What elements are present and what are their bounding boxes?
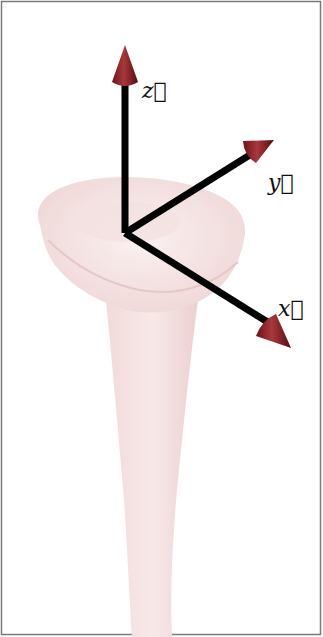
axis-label: y⃗ [268, 170, 294, 196]
coordinate-axes [112, 45, 291, 348]
axis-label: x⃗ [278, 296, 304, 322]
axis-label: z⃗ [142, 78, 167, 104]
